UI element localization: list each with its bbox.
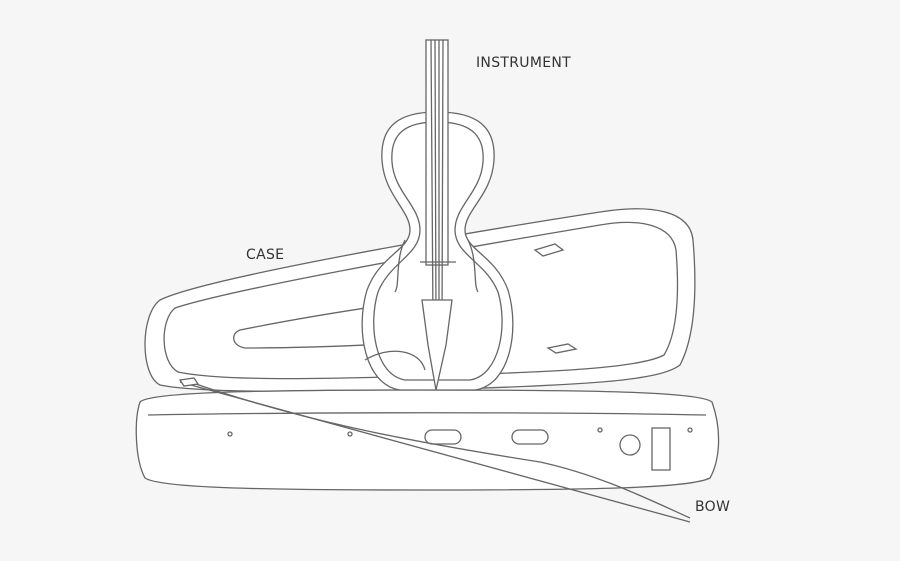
bow-label: BOW	[695, 499, 731, 515]
instrument-label: INSTRUMENT	[476, 55, 571, 71]
violin	[361, 39, 514, 391]
case-label: CASE	[246, 247, 285, 263]
bow	[178, 377, 691, 523]
case-base	[135, 389, 720, 491]
